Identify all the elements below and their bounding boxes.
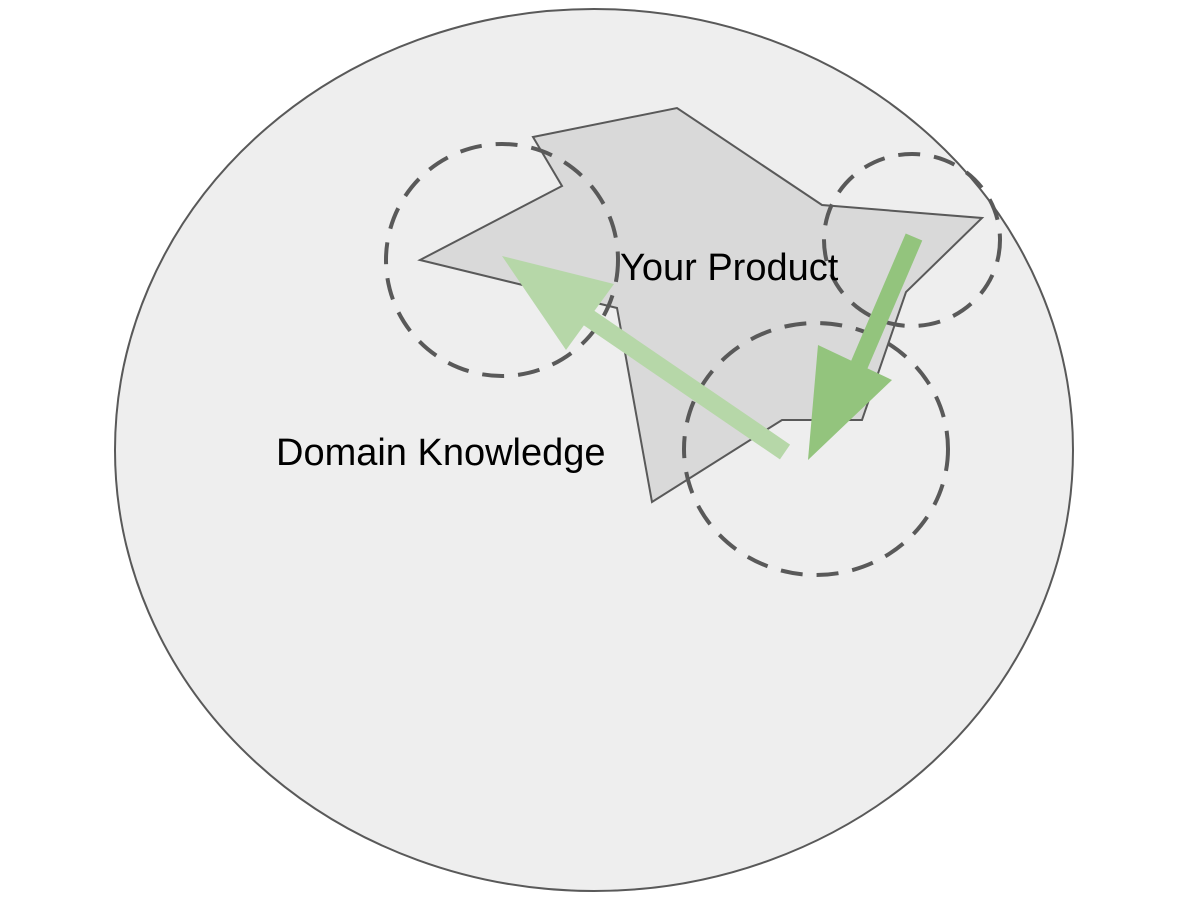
focus-circle-left: [384, 142, 620, 378]
arrow-to-left-circle: [502, 256, 791, 460]
focus-circle-bottom: [682, 321, 950, 577]
focus-circle-right: [822, 152, 1002, 328]
arrow-head: [502, 256, 614, 350]
arrow-to-bottom-circle: [808, 233, 923, 460]
domain-knowledge-label: Domain Knowledge: [276, 432, 606, 474]
product-label: Your Product: [620, 247, 839, 289]
arrow-head: [808, 345, 892, 460]
